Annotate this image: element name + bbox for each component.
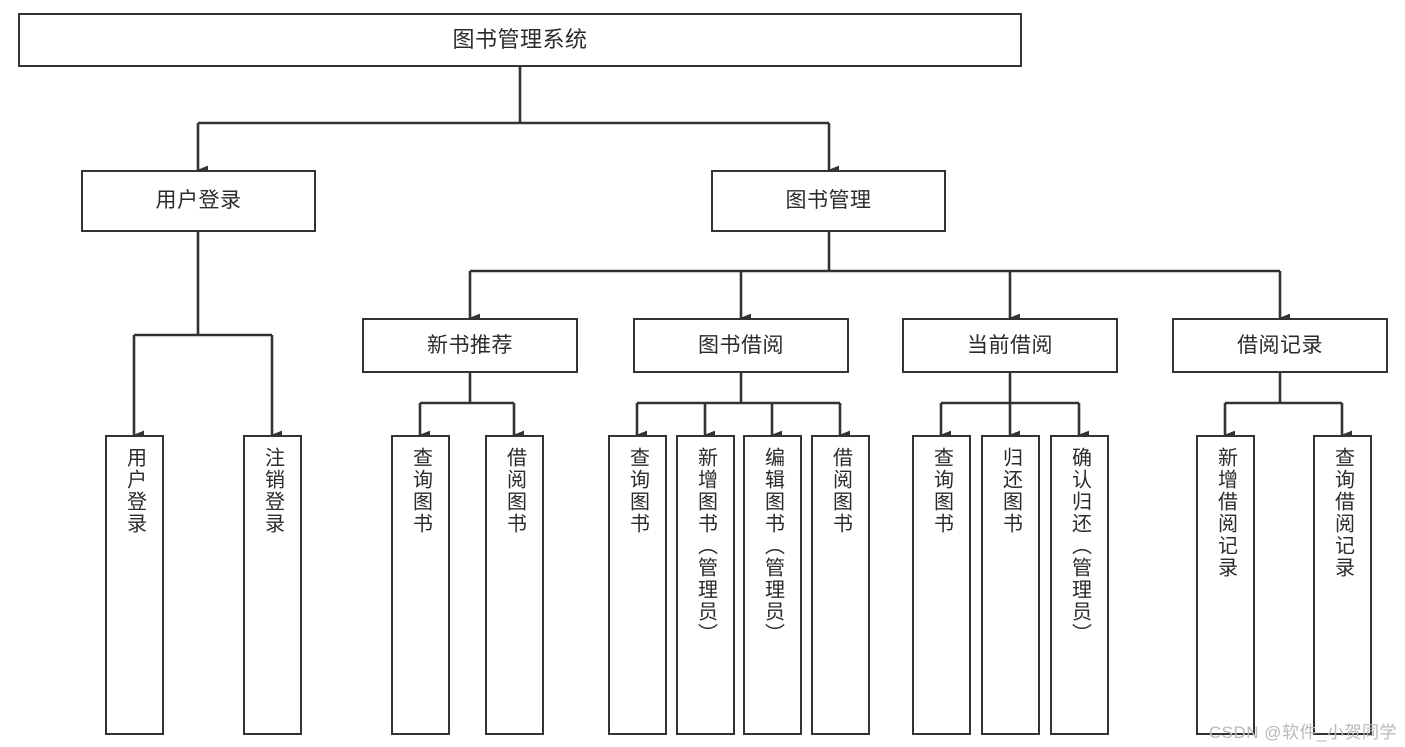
node-label: 确认归还（管理员）	[1068, 447, 1091, 645]
node-book-management[interactable]: 图书管理	[711, 170, 946, 232]
node-book-borrow[interactable]: 图书借阅	[633, 318, 849, 373]
node-label: 新增图书（管理员）	[694, 447, 717, 645]
node-label: 借阅图书	[503, 447, 526, 535]
node-label: 新书推荐	[427, 333, 513, 357]
node-leaf-borrow-edit-book[interactable]: 编辑图书（管理员）	[743, 435, 802, 735]
node-label: 编辑图书（管理员）	[761, 447, 784, 645]
node-leaf-logout[interactable]: 注销登录	[243, 435, 302, 735]
node-leaf-current-query-book[interactable]: 查询图书	[912, 435, 971, 735]
node-label: 查询借阅记录	[1331, 447, 1354, 579]
node-label: 查询图书	[409, 447, 432, 535]
node-leaf-borrow-borrow-book[interactable]: 借阅图书	[811, 435, 870, 735]
node-label: 查询图书	[626, 447, 649, 535]
node-label: 用户登录	[123, 447, 146, 535]
node-leaf-recommend-borrow-book[interactable]: 借阅图书	[485, 435, 544, 735]
node-leaf-recommend-query-book[interactable]: 查询图书	[391, 435, 450, 735]
node-label: 图书管理	[785, 189, 872, 213]
node-user-login[interactable]: 用户登录	[81, 170, 316, 232]
node-label: 图书借阅	[698, 333, 784, 357]
node-label: 归还图书	[999, 447, 1022, 535]
node-current-borrow[interactable]: 当前借阅	[902, 318, 1118, 373]
csdn-watermark: CSDN @软件_小贺同学	[1208, 723, 1397, 742]
node-leaf-current-return-book[interactable]: 归还图书	[981, 435, 1040, 735]
node-new-book-recommend[interactable]: 新书推荐	[362, 318, 578, 373]
node-label: 图书管理系统	[452, 26, 588, 52]
node-leaf-current-confirm-return[interactable]: 确认归还（管理员）	[1050, 435, 1109, 735]
node-label: 新增借阅记录	[1214, 447, 1237, 579]
node-label: 用户登录	[155, 189, 242, 213]
node-label: 注销登录	[261, 447, 284, 535]
node-label: 查询图书	[930, 447, 953, 535]
node-leaf-user-login[interactable]: 用户登录	[105, 435, 164, 735]
node-leaf-record-add[interactable]: 新增借阅记录	[1196, 435, 1255, 735]
node-leaf-borrow-add-book[interactable]: 新增图书（管理员）	[676, 435, 735, 735]
node-label: 借阅记录	[1237, 333, 1323, 357]
node-root-system[interactable]: 图书管理系统	[18, 13, 1022, 67]
node-borrow-record[interactable]: 借阅记录	[1172, 318, 1388, 373]
node-leaf-borrow-query-book[interactable]: 查询图书	[608, 435, 667, 735]
node-label: 当前借阅	[967, 333, 1053, 357]
node-leaf-record-query[interactable]: 查询借阅记录	[1313, 435, 1372, 735]
node-label: 借阅图书	[829, 447, 852, 535]
